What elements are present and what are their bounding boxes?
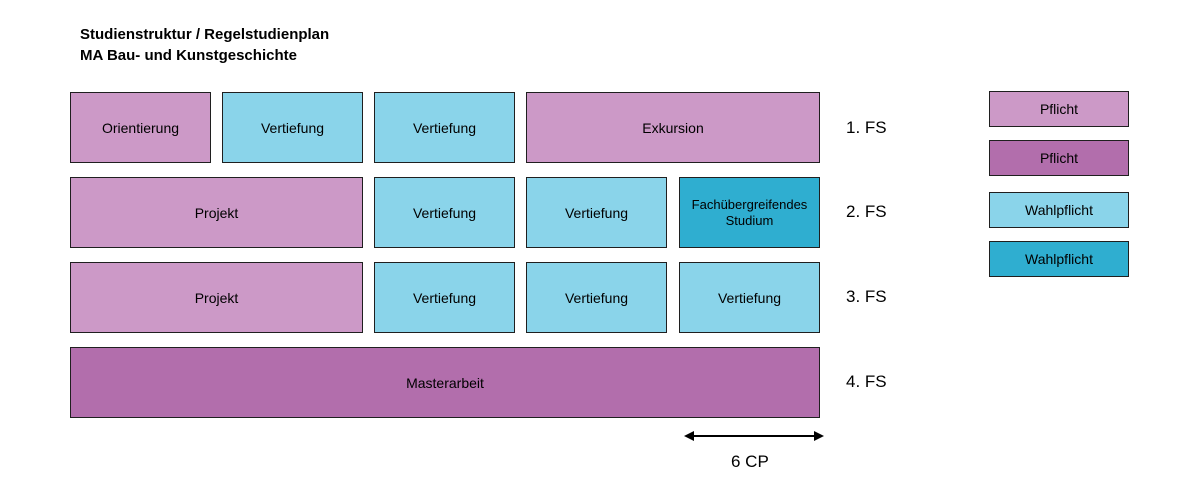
diagram-title: Studienstruktur / Regelstudienplan MA Ba…: [80, 24, 329, 66]
title-line-2: MA Bau- und Kunstgeschichte: [80, 47, 297, 64]
module-projekt: Projekt: [70, 262, 363, 333]
legend-wahlpflicht: Wahlpflicht: [989, 192, 1129, 228]
scale-arrow: [684, 431, 824, 441]
semester-label-4: 4. FS: [846, 372, 887, 391]
module-vertiefung: Vertiefung: [222, 92, 363, 163]
module-exkursion: Exkursion: [526, 92, 820, 163]
legend-wahlpflicht-dark: Wahlpflicht: [989, 241, 1129, 277]
scale-label: 6 CP: [731, 452, 769, 471]
semester-label-2: 2. FS: [846, 202, 887, 221]
semester-label-3: 3. FS: [846, 287, 887, 306]
module-vertiefung: Vertiefung: [526, 177, 667, 248]
module-label-line-2: Studium: [725, 212, 774, 228]
module-vertiefung: Vertiefung: [679, 262, 820, 333]
legend-pflicht: Pflicht: [989, 91, 1129, 127]
module-projekt: Projekt: [70, 177, 363, 248]
module-vertiefung: Vertiefung: [374, 177, 515, 248]
module-label-line-1: Fachübergreifendes: [691, 196, 808, 212]
semester-label-1: 1. FS: [846, 118, 887, 137]
module-fachuebergreifendes-studium: Fachübergreifendes Studium: [679, 177, 820, 248]
module-vertiefung: Vertiefung: [526, 262, 667, 333]
title-line-1: Studienstruktur / Regelstudienplan: [80, 26, 330, 43]
module-vertiefung: Vertiefung: [374, 92, 515, 163]
legend-pflicht-dark: Pflicht: [989, 140, 1129, 176]
module-masterarbeit: Masterarbeit: [70, 347, 820, 418]
module-orientierung: Orientierung: [70, 92, 211, 163]
module-vertiefung: Vertiefung: [374, 262, 515, 333]
